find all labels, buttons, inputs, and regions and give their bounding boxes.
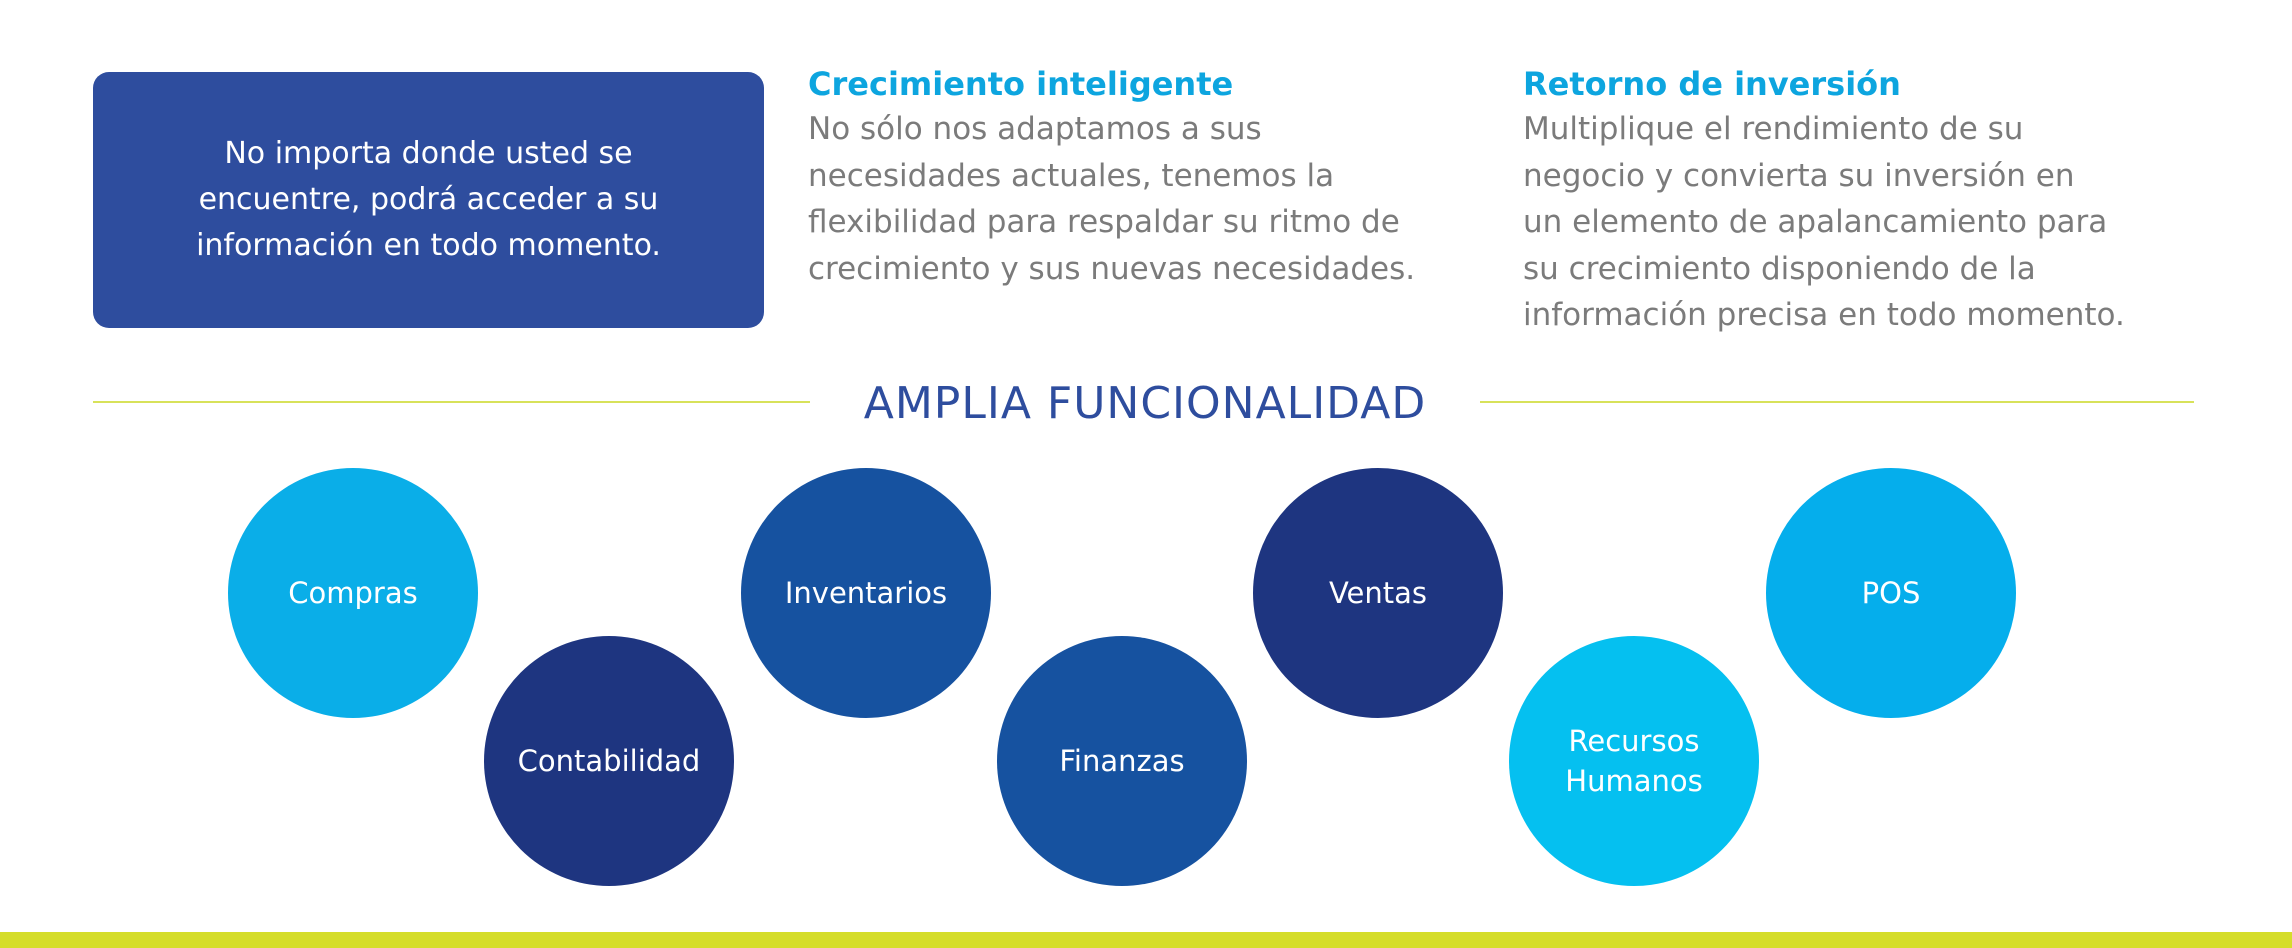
module-circle-recursos-humanos: Recursos Humanos (1509, 636, 1759, 886)
module-circle-contabilidad: Contabilidad (484, 636, 734, 886)
highlight-text: No importa donde usted se encuentre, pod… (196, 136, 661, 263)
feature-roi: Retorno de inversión Multiplique el rend… (1523, 62, 2253, 339)
section-heading: AMPLIA FUNCIONALIDAD (863, 378, 1427, 429)
module-circle-compras: Compras (228, 468, 478, 718)
feature-smart-growth: Crecimiento inteligente No sólo nos adap… (808, 62, 1498, 292)
feature-body: No sólo nos adaptamos a sus necesidades … (808, 111, 1416, 287)
divider-left (93, 401, 810, 403)
highlight-box: No importa donde usted se encuentre, pod… (93, 72, 764, 328)
module-circle-pos: POS (1766, 468, 2016, 718)
feature-body: Multiplique el rendimiento de su negocio… (1523, 111, 2125, 333)
module-circle-ventas: Ventas (1253, 468, 1503, 718)
feature-title: Crecimiento inteligente (808, 65, 1234, 103)
module-circle-inventarios: Inventarios (741, 468, 991, 718)
module-circle-finanzas: Finanzas (997, 636, 1247, 886)
bottom-accent-bar (0, 932, 2292, 948)
divider-right (1480, 401, 2194, 403)
feature-title: Retorno de inversión (1523, 65, 1901, 103)
